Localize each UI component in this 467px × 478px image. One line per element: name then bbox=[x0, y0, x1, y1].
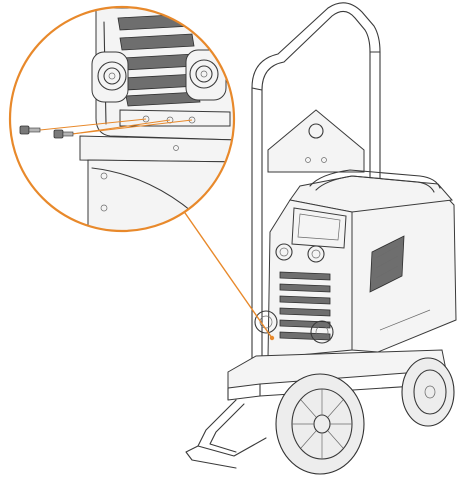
callout-target-dot bbox=[269, 335, 275, 341]
screw-icon bbox=[53, 129, 74, 139]
trolley-handle bbox=[251, 2, 381, 363]
welding-machine bbox=[254, 169, 457, 359]
front-wheel bbox=[275, 373, 365, 475]
callout-leader-line bbox=[175, 199, 273, 339]
zoom-vent-grille bbox=[117, 13, 201, 107]
zoom-callout-circle bbox=[8, 5, 236, 233]
screw-guide-lines bbox=[39, 118, 193, 135]
screw-icon bbox=[19, 125, 41, 135]
front-vent-grille bbox=[279, 271, 331, 341]
rear-wheel bbox=[401, 357, 455, 427]
handle-mount-plate bbox=[267, 109, 365, 173]
zoom-detail bbox=[79, 7, 234, 231]
